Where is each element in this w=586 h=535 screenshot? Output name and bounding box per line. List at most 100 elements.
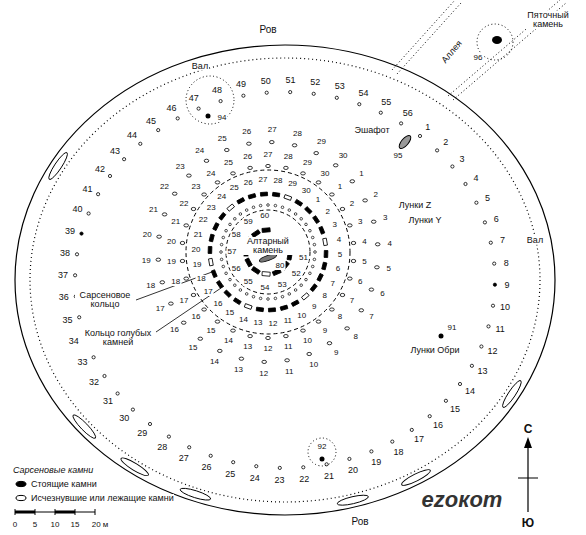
sarsen-stone <box>208 246 212 253</box>
y-hole <box>375 243 380 246</box>
scale-number: 10 <box>50 521 61 529</box>
y-hole-number: 1 <box>358 170 364 178</box>
z-hole-number: 18 <box>170 278 181 286</box>
aubrey-hole-number: 31 <box>102 396 114 405</box>
aubrey-hole <box>480 345 483 348</box>
aubrey-hole-number: 37 <box>57 271 69 280</box>
y-hole-number: 19 <box>141 257 152 265</box>
compass-arrow <box>524 437 532 448</box>
sarsen-number: 18 <box>196 275 207 283</box>
y-hole-number: 17 <box>155 305 166 313</box>
z-hole <box>184 224 189 227</box>
aubrey-hole <box>436 149 439 152</box>
bluestone <box>229 223 232 226</box>
sarsen-stone <box>209 234 214 242</box>
ditch-segment <box>71 413 98 441</box>
legend-stone <box>16 481 26 486</box>
aubrey-hole-number: 46 <box>166 104 178 113</box>
sarsen-number: 14 <box>238 316 249 324</box>
bluestone <box>222 265 225 268</box>
bluestone <box>225 272 228 275</box>
aubrey-hole <box>232 461 235 464</box>
z-hole <box>180 259 185 262</box>
bluestone <box>234 284 237 287</box>
aubrey-hole <box>302 466 305 469</box>
bluestone <box>281 206 284 209</box>
trilithon-stone <box>251 267 260 275</box>
z-hole <box>340 293 345 296</box>
sarsen-stone <box>248 194 256 199</box>
z-hole <box>316 181 321 184</box>
y-hole-number: 23 <box>175 163 186 171</box>
sarsen-number: 19 <box>192 261 203 269</box>
bluestone <box>252 295 255 298</box>
aubrey-hole <box>74 274 77 277</box>
z-hole <box>231 329 236 332</box>
heel-stone <box>492 36 502 44</box>
bluestone <box>239 213 242 216</box>
y-hole-number: 18 <box>145 282 156 290</box>
aubrey-hole-number: 17 <box>413 435 425 444</box>
aubrey-hole-number: 20 <box>347 466 359 475</box>
sarsen-stone <box>291 300 299 306</box>
aubrey-hole <box>139 142 142 145</box>
z-hole-number: 21 <box>170 218 181 226</box>
scale-number: 20 м <box>91 521 110 529</box>
z-hole <box>202 193 207 196</box>
station-ditch <box>186 76 234 124</box>
z-hole <box>248 166 253 169</box>
y-hole <box>375 266 380 269</box>
scale-bar <box>15 511 35 514</box>
bluestone <box>220 243 223 246</box>
ditch-outline <box>15 45 555 515</box>
z-hole-number: 1 <box>337 183 343 191</box>
bluestone <box>222 236 225 239</box>
sarsen-number: 5 <box>337 251 343 259</box>
aubrey-hole <box>451 165 454 168</box>
sarsen-stone <box>323 238 328 246</box>
y-hole-number: 24 <box>194 147 205 155</box>
y-hole-number: 16 <box>169 326 180 334</box>
z-hole-number: 22 <box>179 200 190 208</box>
z-hole-number: 4 <box>361 238 367 246</box>
aubrey-hole <box>391 440 394 443</box>
aubrey-hole <box>418 134 421 137</box>
aubrey-hole <box>80 232 83 235</box>
y-hole <box>333 164 338 167</box>
aubrey-hole <box>209 454 212 457</box>
sarsen-stone <box>256 307 263 312</box>
legend-heading: Сарсеновые камни <box>12 466 94 475</box>
sarsen-number: 13 <box>253 319 264 327</box>
bluestone <box>274 204 277 207</box>
sarsen-number: 24 <box>216 193 227 201</box>
z-hole <box>351 259 356 262</box>
sarsen-number: 27 <box>258 176 269 184</box>
scale-number: 0 <box>12 521 18 529</box>
sarsen-stone <box>209 258 214 266</box>
aubrey-hole <box>312 92 315 95</box>
bluestone <box>239 289 242 292</box>
y-hole <box>307 352 312 355</box>
trilithon-number: 52 <box>291 270 302 278</box>
z-hole-number: 17 <box>179 297 190 305</box>
z-hole <box>191 207 196 210</box>
aubrey-hole <box>400 122 403 125</box>
bluestone <box>252 206 255 209</box>
z-hole-number: 10 <box>302 337 313 345</box>
aubrey-hole-number: 21 <box>323 472 335 481</box>
sarsen-number: 7 <box>329 280 335 288</box>
aubrey-hole <box>78 316 81 319</box>
ditch-segment <box>46 151 70 182</box>
sarsen-stone <box>301 293 309 300</box>
sarsen-stone <box>272 192 279 197</box>
ditch-segment <box>400 467 432 488</box>
aubrey-hole-number: 18 <box>392 447 404 456</box>
aubrey-hole <box>148 422 151 425</box>
aubrey-hole-number: 39 <box>64 226 76 235</box>
sarsen-stone <box>260 192 267 196</box>
bluestone <box>305 223 308 226</box>
legend-text: Стоящие камни <box>31 480 97 489</box>
sarsen-stone <box>319 226 325 234</box>
aubrey-hole <box>289 91 292 94</box>
station-stone <box>206 114 211 119</box>
